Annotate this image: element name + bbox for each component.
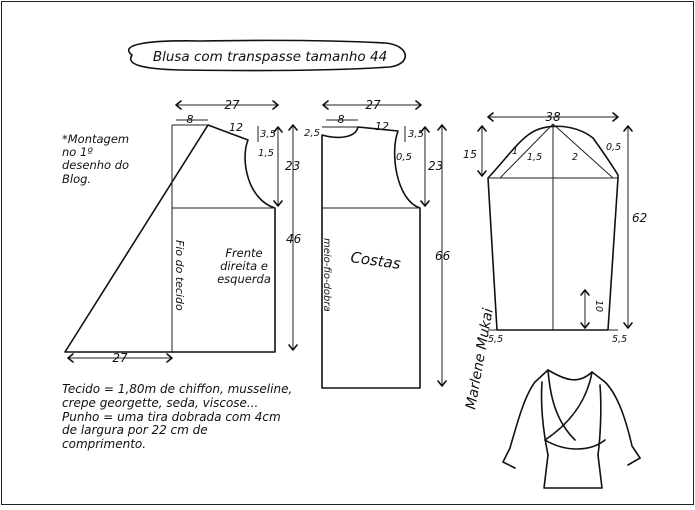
- svg-text:8: 8: [338, 113, 345, 126]
- svg-text:46: 46: [286, 232, 302, 246]
- fold-label: meio-fio-dobra: [321, 238, 332, 312]
- svg-text:38: 38: [545, 110, 561, 124]
- sleeve-piece: 38 15 1 1,5 2 0,5 62 10 5,5 5,5: [463, 110, 647, 345]
- svg-text:27: 27: [112, 351, 128, 365]
- page-title: Blusa com transpasse tamanho 44: [153, 49, 387, 65]
- svg-text:5,5: 5,5: [488, 334, 503, 345]
- svg-text:5,5: 5,5: [612, 334, 627, 345]
- fabric-line-3: Punho = uma tira dobrada com 4cm: [62, 409, 281, 424]
- signature: Marlene Mukai: [463, 307, 497, 411]
- svg-text:1: 1: [512, 146, 518, 157]
- svg-text:23: 23: [428, 159, 443, 173]
- svg-text:12: 12: [229, 121, 243, 134]
- svg-text:2: 2: [572, 152, 578, 163]
- svg-text:15: 15: [463, 148, 477, 161]
- svg-text:0,5: 0,5: [606, 142, 621, 153]
- back-piece: 27 8 2,5 12 3,5 0,5 23 66 Costas meio-fi…: [304, 98, 451, 389]
- fabric-notes: Tecido = 1,80m de chiffon, musseline, cr…: [62, 382, 293, 452]
- svg-text:12: 12: [375, 120, 389, 133]
- svg-text:1,5: 1,5: [527, 152, 542, 163]
- front-label: Frente direita e esquerda: [217, 246, 271, 287]
- svg-text:27: 27: [365, 98, 381, 112]
- fabric-line-4: de largura por 22 cm de: [62, 423, 208, 438]
- grain-label: Fio do tecido: [173, 240, 186, 311]
- svg-text:3,5: 3,5: [260, 129, 276, 140]
- svg-text:62: 62: [632, 211, 647, 225]
- svg-text:1,5: 1,5: [258, 148, 274, 159]
- svg-text:3,5: 3,5: [408, 129, 424, 140]
- fabric-line-1: Tecido = 1,80m de chiffon, musseline,: [62, 382, 293, 396]
- svg-text:66: 66: [435, 249, 451, 263]
- svg-text:10: 10: [593, 300, 604, 312]
- montagem-note: *Montagem no 1º desenho do Blog.: [62, 132, 130, 186]
- blouse-sketch: [502, 369, 641, 489]
- svg-text:8: 8: [187, 113, 194, 126]
- front-piece: 27 8 12 3,5 1,5 23 46 27 Fio do tecido: [64, 98, 302, 365]
- svg-text:2,5: 2,5: [304, 128, 320, 139]
- svg-text:27: 27: [224, 98, 240, 112]
- title-bubble: [127, 39, 406, 72]
- back-label: Costas: [349, 248, 402, 273]
- fabric-line-5: comprimento.: [62, 437, 147, 452]
- fabric-line-2: crepe georgette, seda, viscose...: [62, 395, 259, 410]
- svg-text:0,5: 0,5: [396, 152, 412, 163]
